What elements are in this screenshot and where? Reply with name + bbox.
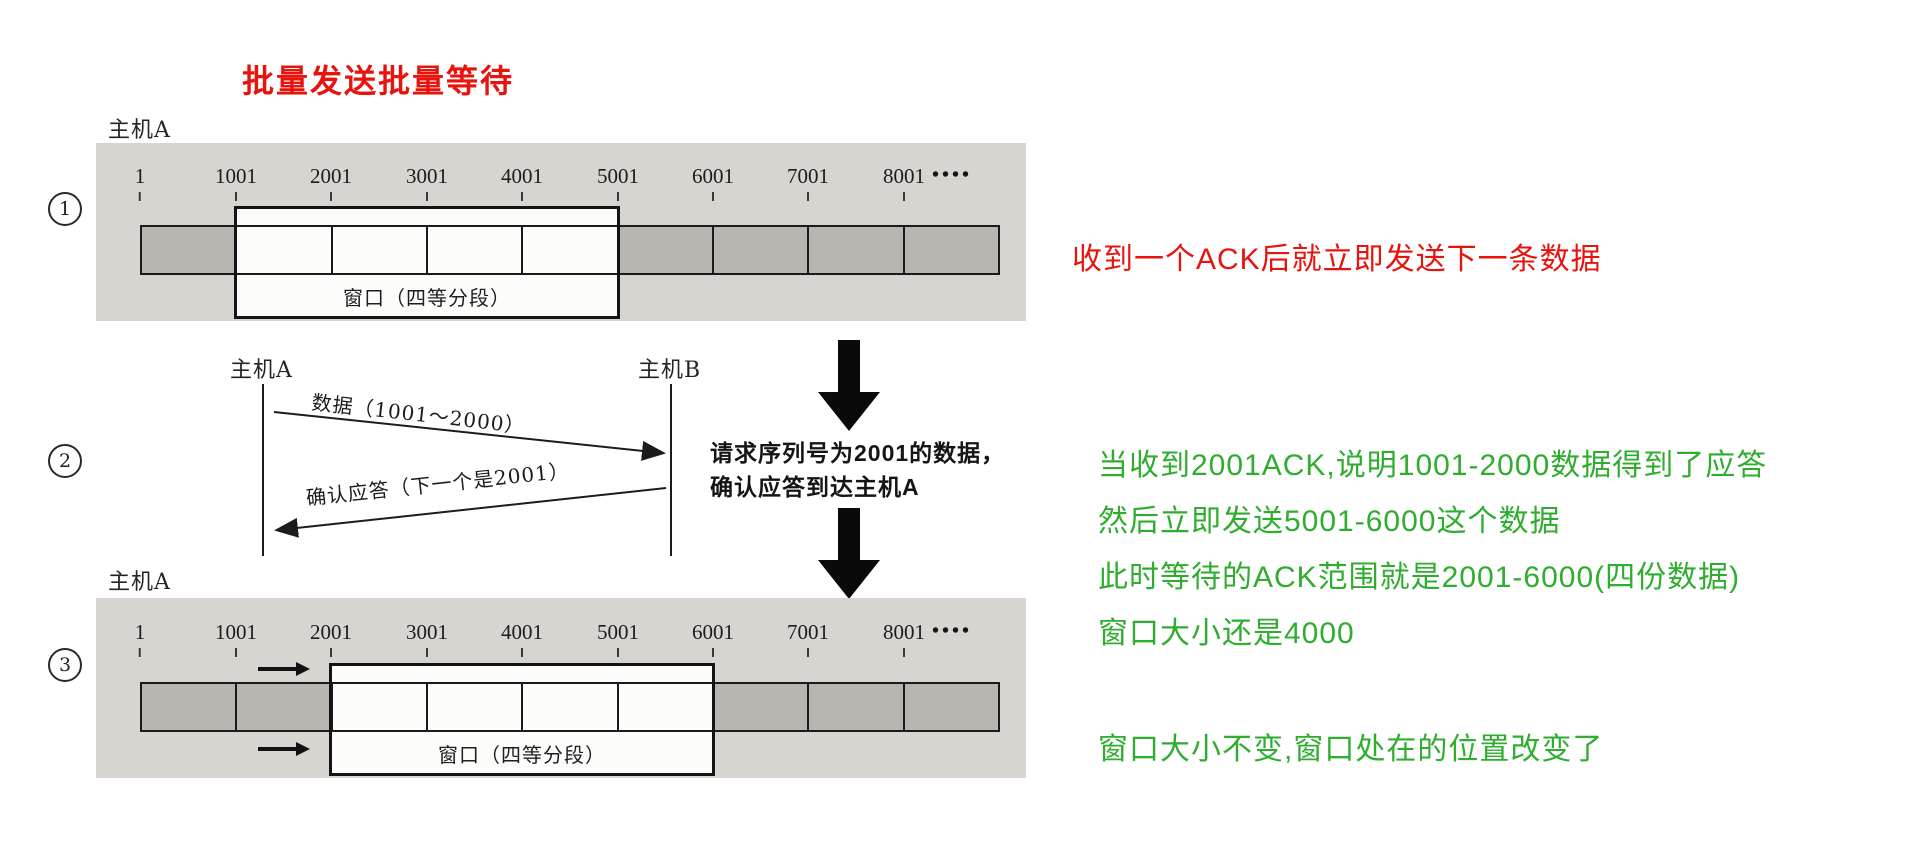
step1-marker-number: 1 (58, 198, 72, 220)
green-annotation-2: 然后立即发送5001-6000这个数据 (1098, 505, 1561, 538)
host-b-timeline (670, 384, 672, 556)
window-shift-arrow-top (258, 662, 310, 676)
sequence-cell (713, 684, 810, 730)
tick-label: 1001 (215, 620, 257, 657)
step3-marker-number: 3 (58, 654, 72, 676)
sequence-strip-step3 (140, 682, 1000, 732)
host-b-label-step2: 主机B (638, 358, 702, 383)
tick-label: 6001 (692, 164, 734, 201)
tick-label: 1001 (215, 164, 257, 201)
sequence-cell (904, 227, 998, 273)
figure-title: 批量发送批量等待 (242, 63, 515, 99)
window-label-step1: 窗口（四等分段） (343, 286, 511, 310)
sequence-strip-step1 (140, 225, 1000, 275)
red-annotation: 收到一个ACK后就立即发送下一条数据 (1072, 243, 1602, 276)
sequence-cell (809, 684, 905, 730)
sequence-cell (142, 684, 238, 730)
step2-marker: 2 (48, 444, 82, 478)
tick-label: 1 (134, 620, 146, 657)
step1-marker: 1 (48, 192, 82, 226)
tick-label: 5001 (597, 164, 639, 201)
sequence-cell (332, 684, 428, 730)
tick-label: 4001 (501, 620, 543, 657)
green-annotation-3: 此时等待的ACK范围就是2001-6000(四份数据) (1098, 561, 1741, 594)
ellipsis-dots: •••• (931, 164, 973, 186)
sequence-cell (237, 684, 333, 730)
tick-label: 8001 (883, 620, 925, 657)
data-segment-arrow (273, 411, 666, 461)
sequence-cell (332, 227, 428, 273)
sequence-cell (237, 227, 333, 273)
sequence-cell (713, 227, 810, 273)
sequence-cell (904, 684, 998, 730)
step2-note-line2: 确认应答到达主机A (710, 474, 920, 500)
tick-label: 3001 (406, 620, 448, 657)
window-label-step3: 窗口（四等分段） (438, 743, 606, 767)
tick-label: 7001 (787, 164, 829, 201)
sequence-cell (142, 227, 238, 273)
tick-label: 7001 (787, 620, 829, 657)
tick-label: 6001 (692, 620, 734, 657)
green-annotation-4: 窗口大小还是4000 (1098, 617, 1355, 650)
sequence-cell (809, 227, 905, 273)
green-annotation-1: 当收到2001ACK,说明1001-2000数据得到了应答 (1098, 449, 1768, 482)
step2-note-line1: 请求序列号为2001的数据， (710, 440, 1006, 466)
tick-label: 2001 (310, 620, 352, 657)
window-shift-arrow-bottom (258, 742, 310, 756)
flow-down-arrow-bottom (818, 508, 880, 599)
tick-label: 4001 (501, 164, 543, 201)
host-a-label-step3: 主机A (108, 570, 171, 595)
sequence-cell (427, 227, 524, 273)
tick-label: 2001 (310, 164, 352, 201)
host-a-label-step2: 主机A (230, 358, 293, 383)
tick-label: 5001 (597, 620, 639, 657)
host-a-timeline (262, 384, 264, 556)
flow-down-arrow-top (818, 340, 880, 431)
sequence-cell (618, 684, 714, 730)
sequence-cell (523, 684, 619, 730)
tick-label: 3001 (406, 164, 448, 201)
step3-marker: 3 (48, 648, 82, 682)
ellipsis-dots: •••• (931, 620, 973, 642)
sequence-cell (523, 227, 619, 273)
ack-segment-arrow (274, 487, 667, 538)
window-frame-step3: 窗口（四等分段） (329, 663, 715, 776)
host-a-label-step1: 主机A (108, 118, 171, 143)
step2-marker-number: 2 (58, 450, 72, 472)
green-annotation-5: 窗口大小不变,窗口处在的位置改变了 (1098, 733, 1604, 766)
tick-label: 8001 (883, 164, 925, 201)
sequence-cell (618, 227, 714, 273)
sequence-cell (427, 684, 524, 730)
tick-label: 1 (134, 164, 146, 201)
window-frame-step1: 窗口（四等分段） (234, 206, 620, 319)
